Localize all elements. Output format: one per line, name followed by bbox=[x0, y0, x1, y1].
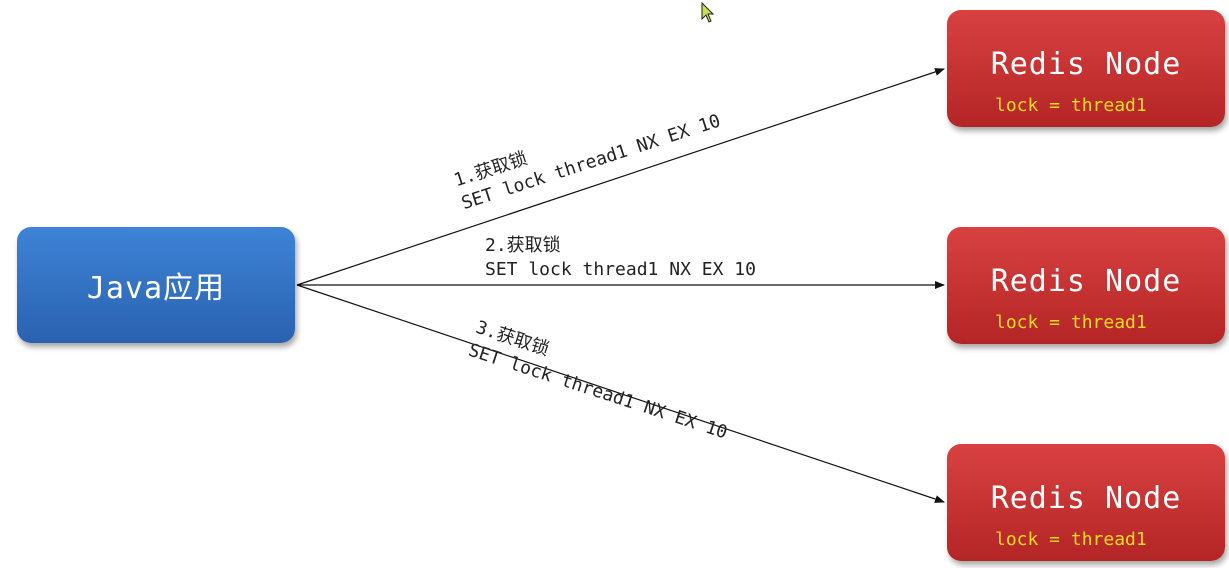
redis-lock-value: lock = thread1 bbox=[995, 312, 1147, 333]
redis-lock-value: lock = thread1 bbox=[995, 529, 1147, 550]
redis-node-title: Redis Node bbox=[990, 47, 1182, 82]
redis-node-2: Redis Node lock = thread1 bbox=[947, 227, 1225, 344]
redis-node-3: Redis Node lock = thread1 bbox=[947, 444, 1225, 561]
redis-lock-value: lock = thread1 bbox=[995, 95, 1147, 116]
redis-node-1: Redis Node lock = thread1 bbox=[947, 10, 1225, 127]
redis-node-title: Redis Node bbox=[990, 481, 1182, 516]
arrow-1 bbox=[296, 68, 945, 286]
redis-node-title: Redis Node bbox=[990, 264, 1182, 299]
edge-label-2: 2.获取锁 SET lock thread1 NX EX 10 bbox=[485, 234, 756, 282]
arrow-3 bbox=[296, 284, 945, 503]
java-app-node: Java应用 bbox=[17, 227, 295, 343]
edge-command-label: SET lock thread1 NX EX 10 bbox=[485, 259, 756, 280]
mouse-cursor-icon bbox=[701, 2, 715, 23]
java-app-label: Java应用 bbox=[86, 271, 226, 306]
edge-step-label: 2.获取锁 bbox=[485, 235, 561, 256]
